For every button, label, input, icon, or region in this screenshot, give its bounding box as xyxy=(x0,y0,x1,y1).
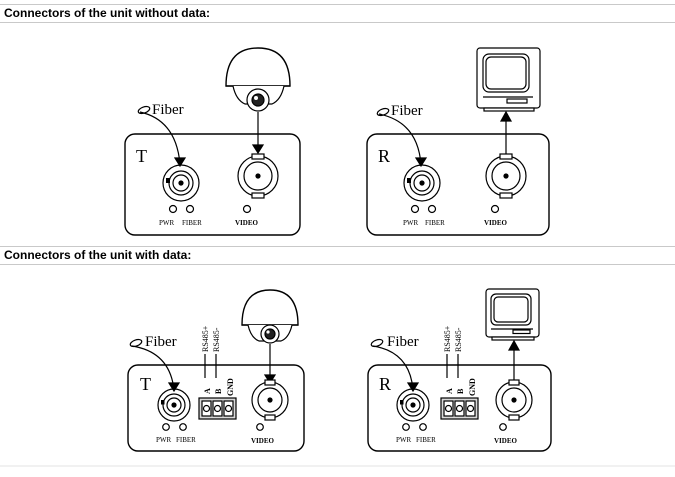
fiber-label: Fiber xyxy=(391,103,423,119)
fiber-label: Fiber xyxy=(152,102,184,118)
unit-t-without-data: T Fiber PWR FIBER VIDEO xyxy=(124,47,301,236)
bnc-connector-icon xyxy=(237,153,279,199)
fiber-led-label: FIBER xyxy=(425,219,445,227)
bnc-connector-icon xyxy=(485,153,527,199)
arrow-up-icon xyxy=(499,110,513,122)
rs485-plus-label: RS485+ xyxy=(443,325,452,352)
section-header-with-data: Connectors of the unit with data: xyxy=(0,246,675,265)
fiber-label: Fiber xyxy=(387,334,419,350)
fiber-led-label: FIBER xyxy=(416,436,436,444)
dome-camera-icon xyxy=(241,289,299,344)
fiber-connector-icon xyxy=(403,164,441,202)
crt-monitor-icon xyxy=(485,288,540,341)
led-indicator-icon xyxy=(499,423,507,431)
fiber-led-label: FIBER xyxy=(182,219,202,227)
pwr-label: PWR xyxy=(156,436,172,444)
section-header-without-data: Connectors of the unit without data: xyxy=(0,4,675,23)
video-label: VIDEO xyxy=(235,219,259,227)
terminal-block-icon xyxy=(440,397,479,420)
terminal-a-label: A xyxy=(445,388,454,394)
arrow-up-icon xyxy=(507,339,521,351)
led-indicator-icon xyxy=(402,423,410,431)
pwr-label: PWR xyxy=(159,219,175,227)
bnc-connector-icon xyxy=(495,379,533,421)
terminal-b-label: B xyxy=(214,388,223,394)
crt-monitor-icon xyxy=(476,47,541,112)
video-label: VIDEO xyxy=(494,437,518,445)
video-label: VIDEO xyxy=(484,219,508,227)
rs485-minus-label: RS485- xyxy=(212,327,221,352)
video-label: VIDEO xyxy=(251,437,275,445)
transmitter-box xyxy=(124,133,301,236)
arrow-down-icon xyxy=(251,144,265,155)
rs485-plus-label: RS485+ xyxy=(201,325,210,352)
fiber-led-label: FIBER xyxy=(176,436,196,444)
pwr-label: PWR xyxy=(396,436,412,444)
unit-letter: T xyxy=(136,146,147,166)
fiber-connector-icon xyxy=(157,388,191,422)
terminal-gnd-label: GND xyxy=(226,378,235,396)
pwr-label: PWR xyxy=(403,219,419,227)
led-indicator-icon xyxy=(179,423,187,431)
led-indicator-icon xyxy=(427,204,437,214)
terminal-block-icon xyxy=(198,397,237,420)
led-indicator-icon xyxy=(419,423,427,431)
led-indicator-icon xyxy=(490,204,500,214)
led-indicator-icon xyxy=(162,423,170,431)
led-indicator-icon xyxy=(185,204,195,214)
bnc-connector-icon xyxy=(251,379,289,421)
led-indicator-icon xyxy=(410,204,420,214)
dome-camera-icon xyxy=(225,47,291,112)
unit-letter: R xyxy=(378,146,390,166)
terminal-a-label: A xyxy=(203,388,212,394)
unit-r-without-data: R Fiber PWR FIBER VIDEO xyxy=(366,47,550,236)
fiber-connector-icon xyxy=(162,164,200,202)
unit-letter: R xyxy=(379,374,391,394)
unit-r-with-data: R Fiber RS485+ RS485- A B GND xyxy=(367,288,552,452)
receiver-box xyxy=(366,133,550,236)
terminal-gnd-label: GND xyxy=(468,378,477,396)
led-indicator-icon xyxy=(256,423,264,431)
rs485-minus-label: RS485- xyxy=(454,327,463,352)
led-indicator-icon xyxy=(168,204,178,214)
led-indicator-icon xyxy=(242,204,252,214)
unit-letter: T xyxy=(140,374,151,394)
receiver-box xyxy=(367,364,552,452)
fiber-connector-icon xyxy=(396,388,430,422)
unit-t-with-data: T Fiber RS485+ RS485- A B GND xyxy=(127,289,305,452)
arrow-down-icon xyxy=(263,374,277,385)
terminal-b-label: B xyxy=(456,388,465,394)
fiber-label: Fiber xyxy=(145,334,177,350)
